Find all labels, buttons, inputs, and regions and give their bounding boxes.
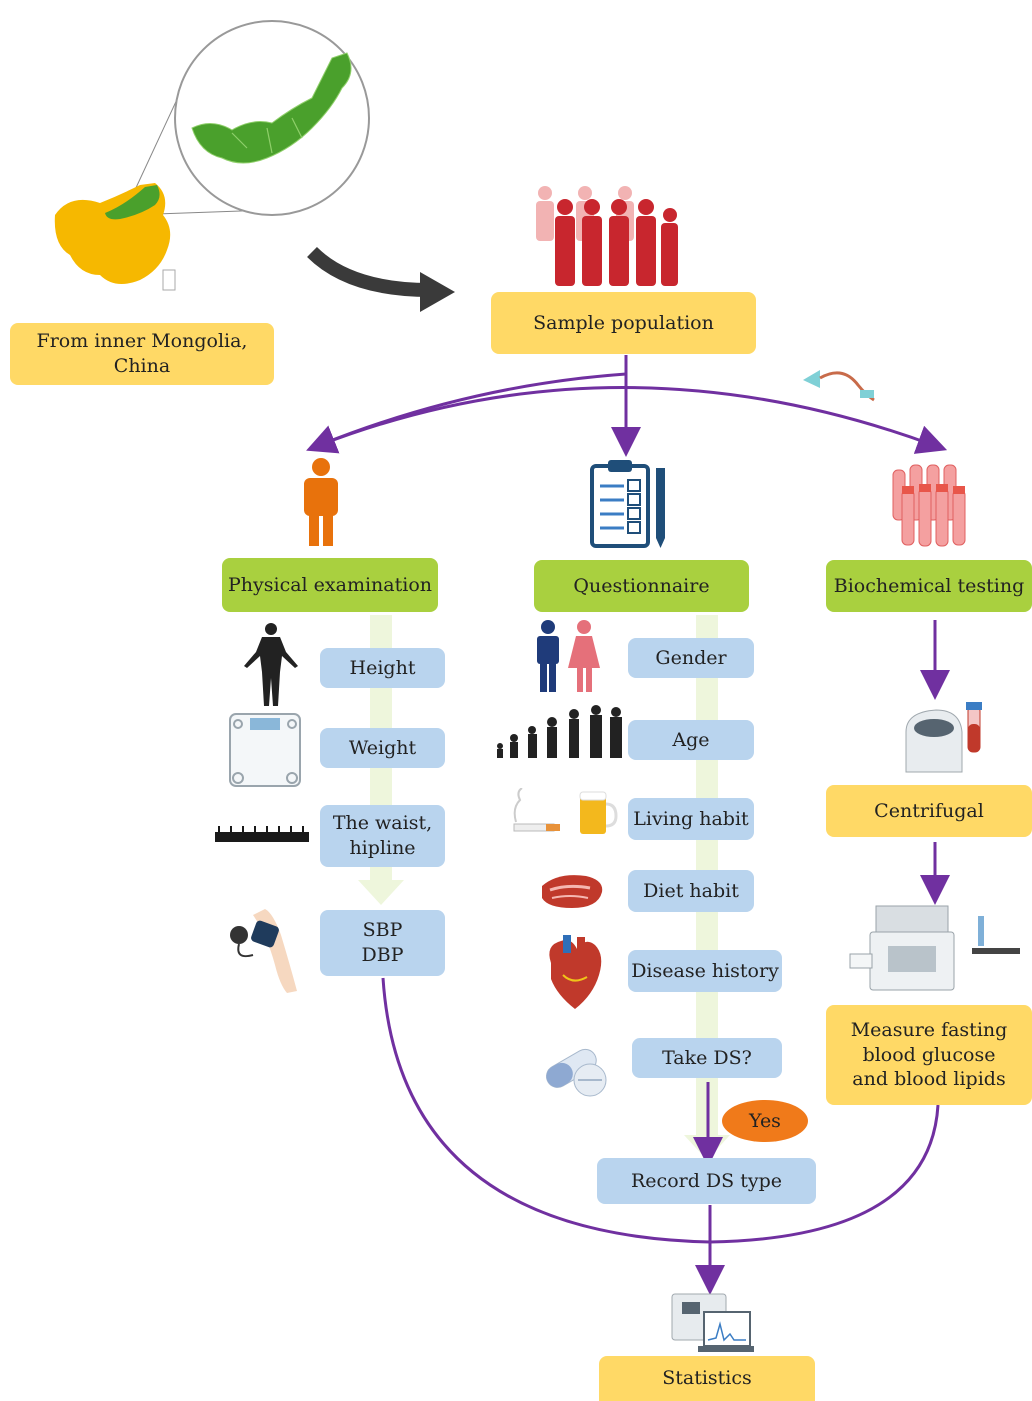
physical-examination-box: Physical examination xyxy=(222,558,438,612)
questionnaire-item-disease-history: Disease history xyxy=(628,950,782,992)
age-progression-icon xyxy=(497,705,622,758)
blood-pressure-cuff-icon xyxy=(230,909,297,993)
questionnaire-box: Questionnaire xyxy=(534,560,749,612)
physical-item-label: SBP DBP xyxy=(361,919,404,966)
origin-curved-arrow xyxy=(307,246,431,297)
yes-label: Yes xyxy=(749,1110,781,1132)
questionnaire-item-label: Diet habit xyxy=(643,879,739,902)
biochemical-testing-box: Biochemical testing xyxy=(826,560,1032,612)
questionnaire-item-take-ds: Take DS? xyxy=(632,1038,782,1078)
record-ds-type-label: Record DS type xyxy=(631,1169,782,1192)
cigarette-beer-icon xyxy=(513,788,618,834)
origin-box: From inner Mongolia, China xyxy=(10,323,274,385)
questionnaire-item-label: Age xyxy=(672,728,710,751)
steak-icon xyxy=(542,875,603,908)
tape-measure-icon xyxy=(215,826,309,842)
questionnaire-item-label: Gender xyxy=(655,646,727,669)
centrifuge-icon xyxy=(905,702,982,773)
physical-examination-label: Physical examination xyxy=(228,573,432,596)
pills-icon xyxy=(546,1048,607,1097)
china-map-icon xyxy=(54,183,176,291)
branch-arc-left xyxy=(306,372,627,454)
clipboard-checklist-icon xyxy=(590,460,665,548)
record-ds-type-box: Record DS type xyxy=(597,1158,816,1204)
origin-label: From inner Mongolia, China xyxy=(36,330,248,377)
heart-icon xyxy=(549,935,602,1009)
sample-population-label: Sample population xyxy=(533,311,714,334)
inner-mongolia-zoom-icon xyxy=(174,20,370,216)
male-female-icon xyxy=(537,620,600,692)
biochemical-testing-label: Biochemical testing xyxy=(833,574,1025,597)
physical-item-label: Height xyxy=(349,656,416,679)
yes-oval: Yes xyxy=(722,1100,808,1142)
questionnaire-item-gender: Gender xyxy=(628,638,754,678)
questionnaire-item-label: Take DS? xyxy=(662,1046,752,1069)
biochem-merge-curve xyxy=(709,1104,940,1244)
origin-arrowhead xyxy=(420,272,455,312)
person-orange-icon xyxy=(304,458,338,546)
questionnaire-item-diet-habit: Diet habit xyxy=(628,870,754,912)
analyzer-machine-icon xyxy=(849,905,1020,991)
body-silhouette-icon xyxy=(244,623,298,706)
physical-item-sbp-dbp: SBP DBP xyxy=(320,910,445,976)
statistics-label: Statistics xyxy=(662,1367,752,1390)
physical-item-weight: Weight xyxy=(320,728,445,768)
questionnaire-label: Questionnaire xyxy=(573,574,710,597)
sample-population-box: Sample population xyxy=(491,292,756,354)
physical-item-label: Weight xyxy=(348,736,417,759)
questionnaire-item-label: Living habit xyxy=(633,807,749,830)
measure-label: Measure fasting blood glucose and blood … xyxy=(850,1018,1008,1091)
scale-icon xyxy=(229,713,301,787)
blood-tubes-icon xyxy=(892,464,966,547)
centrifugal-box: Centrifugal xyxy=(826,785,1032,837)
physical-merge-curve xyxy=(381,977,711,1244)
people-group-icon xyxy=(536,186,678,286)
branch-arc-right xyxy=(319,386,948,454)
statistics-box: Statistics xyxy=(599,1356,815,1401)
physical-item-height: Height xyxy=(320,648,445,688)
questionnaire-item-label: Disease history xyxy=(631,959,779,982)
physical-item-label: The waist, hipline xyxy=(332,812,433,859)
questionnaire-item-living-habit: Living habit xyxy=(628,798,754,840)
measure-box: Measure fasting blood glucose and blood … xyxy=(826,1005,1032,1105)
questionnaire-item-age: Age xyxy=(628,720,754,760)
physical-item-waist-hipline: The waist, hipline xyxy=(320,805,445,867)
butterfly-needle-icon xyxy=(803,370,875,402)
centrifugal-label: Centrifugal xyxy=(874,799,984,822)
computer-statistics-icon xyxy=(671,1293,754,1352)
